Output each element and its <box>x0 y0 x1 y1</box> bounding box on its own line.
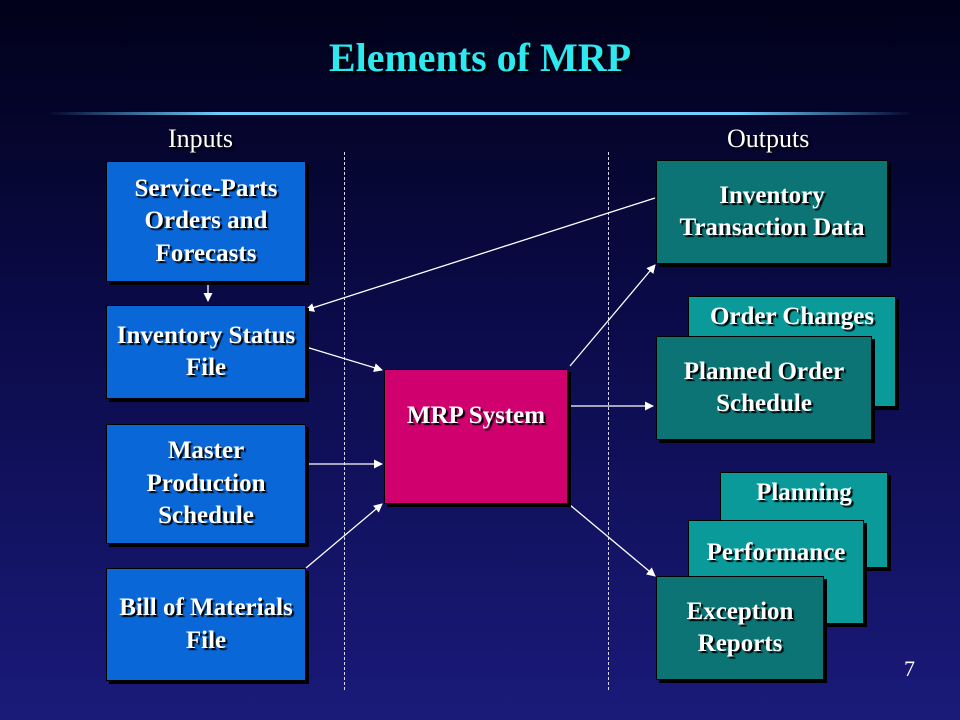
arrow-mrp-to-exception <box>569 504 656 577</box>
slide-title: Elements of MRP <box>328 35 632 80</box>
mrp-system-box: MRP System <box>384 369 568 504</box>
bill-of-materials-box: Bill of Materials File <box>106 568 306 681</box>
inputs-divider <box>344 152 345 690</box>
inventory-status-box: Inventory Status File <box>106 305 306 399</box>
title-underline <box>48 112 912 115</box>
inventory-transaction-box: Inventory Transaction Data <box>656 160 888 264</box>
planned-order-box: Planned Order Schedule <box>656 336 872 440</box>
master-schedule-box: Master Production Schedule <box>106 424 306 544</box>
exception-reports-box: Exception Reports <box>656 576 824 680</box>
arrow-status-to-mrp <box>305 346 383 372</box>
page-number: 7 <box>904 656 915 681</box>
outputs-divider <box>608 152 609 690</box>
arrow-mrp-to-transaction <box>569 264 656 367</box>
service-parts-box: Service-Parts Orders and Forecasts <box>106 161 306 282</box>
outputs-heading: Outputs <box>727 124 810 153</box>
arrow-bom-to-mrp <box>305 503 383 569</box>
inputs-heading: Inputs <box>168 124 233 153</box>
arrow-transaction-to-status <box>305 197 656 312</box>
